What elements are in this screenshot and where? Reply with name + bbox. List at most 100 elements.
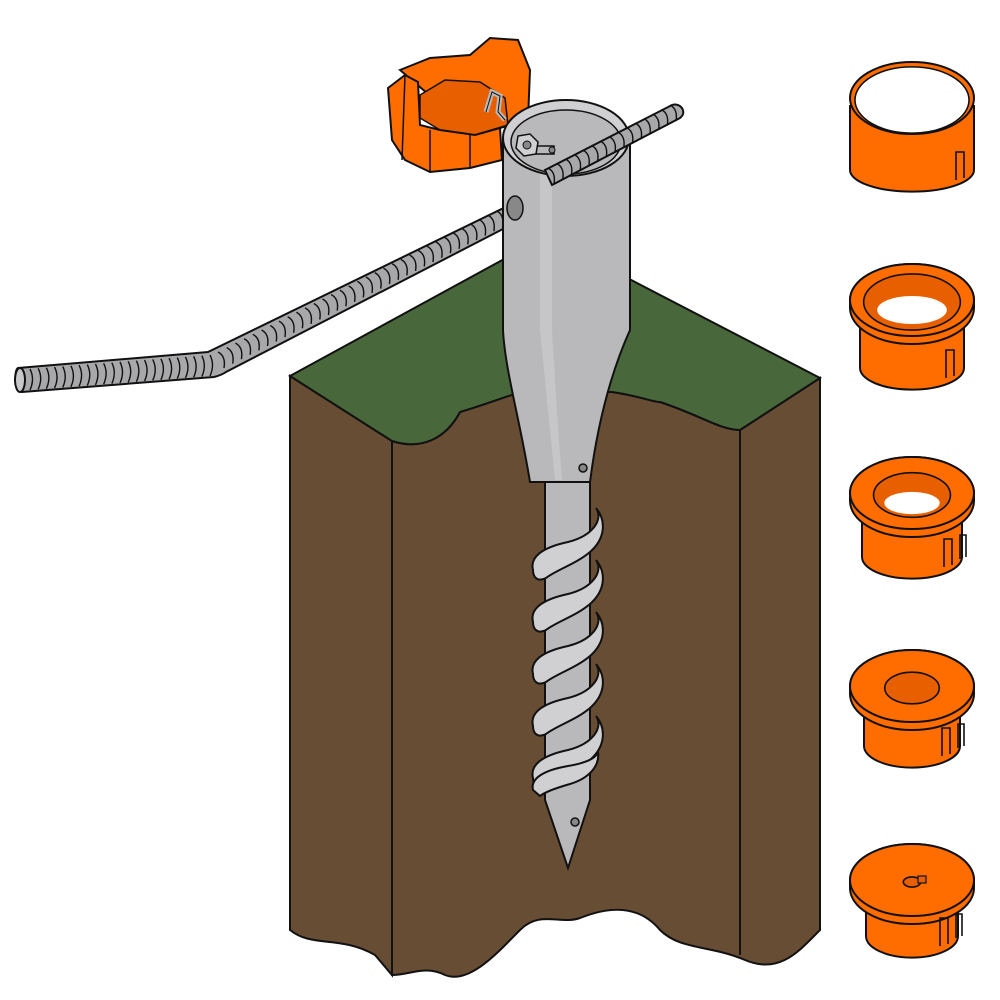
rebar-rib [160, 358, 165, 381]
rebar-rib [252, 333, 260, 351]
rebar-rib [547, 167, 556, 185]
rebar-rib [192, 355, 197, 378]
ring-slot [939, 917, 949, 946]
rebar-rib [45, 367, 50, 390]
octagonal-adapter [386, 36, 532, 174]
rebar-rib [70, 365, 75, 388]
rebar-rib [235, 342, 243, 360]
rebar-rib [556, 162, 564, 180]
rebar-rib [452, 232, 461, 249]
rebar-rib [278, 320, 287, 338]
bolt-nut-hole [522, 140, 532, 150]
rebar-rib [330, 294, 339, 311]
rebar-rib [599, 140, 608, 158]
rebar-rib [184, 356, 189, 379]
rebar-rib [226, 346, 234, 364]
reducer-ring [849, 263, 975, 391]
rebar-rib [111, 362, 116, 384]
rebar-rib [400, 258, 408, 276]
soil-right-face [391, 376, 821, 978]
reducer-ring [849, 456, 975, 580]
rebar-rib [269, 324, 278, 342]
helix-turn [531, 507, 604, 581]
reducer-ring-set [849, 61, 975, 959]
rebar-rib [135, 360, 140, 383]
rebar-rib [417, 249, 426, 267]
helix-blade [531, 611, 604, 685]
rebar-rib [435, 241, 443, 258]
ring-through-hole [884, 491, 940, 515]
rebar-rib [209, 354, 214, 377]
ring-inner-opening [883, 671, 941, 705]
rebar-rib [78, 364, 83, 387]
rebar-rib [652, 113, 660, 131]
rebar-rib [478, 219, 487, 236]
ring-through-hole [877, 295, 947, 325]
ring-slot [943, 538, 953, 567]
ring-slot [945, 349, 955, 378]
rebar-rib [643, 117, 651, 135]
rebar-rib [383, 267, 391, 285]
rebar-rib [573, 153, 582, 171]
shaft-tip-hole [570, 817, 580, 827]
rebar-rib [582, 149, 590, 167]
rebar-rib [62, 366, 66, 388]
rebar-rod-long [14, 198, 532, 394]
sleeve-highlight [540, 145, 562, 480]
rebar-rib [313, 302, 321, 320]
rebar-rib [356, 280, 365, 298]
reducer-ring [849, 61, 975, 193]
helix-blade [531, 559, 604, 633]
rebar-rib [127, 361, 132, 383]
ring-slot [955, 913, 963, 938]
rebar-rib [348, 285, 356, 302]
rebar-rib [37, 368, 42, 390]
sleeve-hole [578, 463, 588, 473]
ring-slot [955, 151, 965, 180]
soil-front-face [289, 374, 393, 978]
rebar-rib [669, 104, 678, 122]
rebar-rib [322, 298, 330, 316]
adapter-facet-1 [401, 74, 406, 161]
adapter-wire-outline [485, 91, 506, 121]
reducer-ring [849, 649, 975, 769]
rebar-rib [261, 329, 269, 347]
helix-blade [531, 663, 604, 737]
rebar-rib [287, 316, 295, 333]
rebar-rib [339, 289, 347, 307]
rebar-rib [201, 355, 206, 377]
rebar-rib [304, 307, 313, 324]
rebar-rib [176, 357, 181, 379]
helix-turn [531, 559, 604, 633]
reducer-ring [849, 843, 975, 959]
rebar-ribs [547, 104, 678, 185]
rebar-rib [634, 122, 643, 140]
rebar-rib [86, 364, 91, 386]
bolt-tip [548, 146, 556, 154]
rebar-rib [365, 276, 374, 294]
rebar-rib [608, 135, 617, 153]
rebar-rib [470, 223, 478, 241]
rebar-rib [444, 236, 452, 254]
rebar-rib [409, 254, 417, 272]
ring-slot [941, 727, 951, 756]
soil-block [289, 374, 821, 978]
rebar-rib [143, 359, 148, 382]
ring-through-hole [870, 91, 954, 125]
ring-slot [959, 534, 967, 559]
rebar-rib [94, 363, 99, 386]
rebar-rib [296, 311, 304, 329]
adapter-front-wall [386, 73, 504, 174]
rebar-rib [660, 108, 669, 126]
rebar-rib [591, 144, 599, 162]
clamp-bolt [515, 133, 556, 157]
rebar-rib [461, 227, 469, 245]
sleeve-rebar-port [506, 195, 524, 221]
ring-slot [957, 723, 965, 748]
rebar-rib [217, 351, 226, 369]
helix-turn [531, 611, 604, 685]
rebar-rod-end [14, 367, 26, 393]
rebar-rib [487, 214, 495, 232]
rebar-rib [152, 359, 156, 381]
